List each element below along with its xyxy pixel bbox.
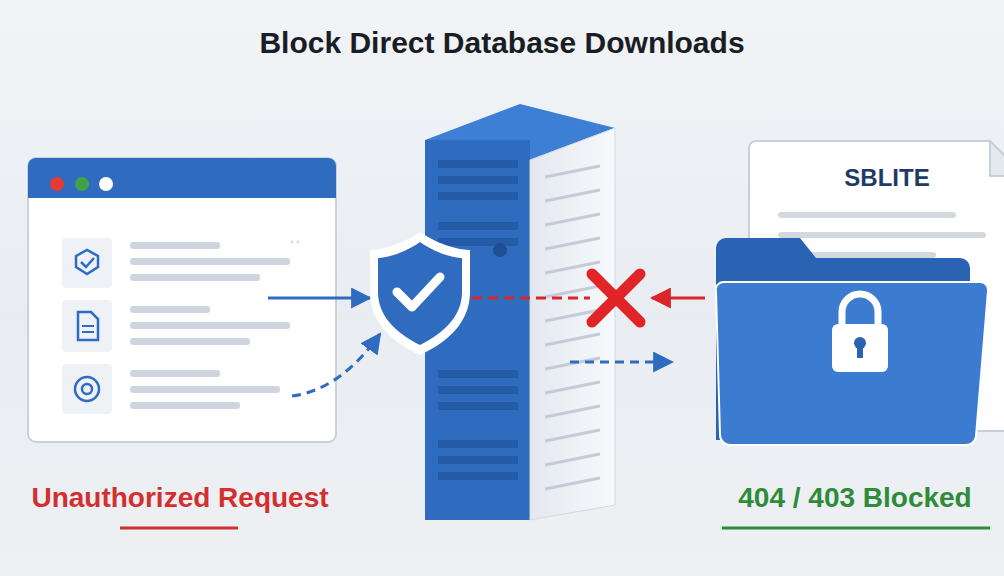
caption-label: Unauthorized Request <box>31 482 328 514</box>
underline <box>120 527 238 530</box>
title: Block Direct Database Downloads <box>0 26 1004 60</box>
shield-icon <box>370 232 470 355</box>
document-node: SBLITE <box>748 140 1004 432</box>
document-title: SBLITE <box>748 140 1004 192</box>
browser-window <box>28 158 336 442</box>
flow-arrows <box>268 274 705 396</box>
underline <box>722 527 990 530</box>
caption-label: 404 / 403 Blocked <box>738 482 971 514</box>
